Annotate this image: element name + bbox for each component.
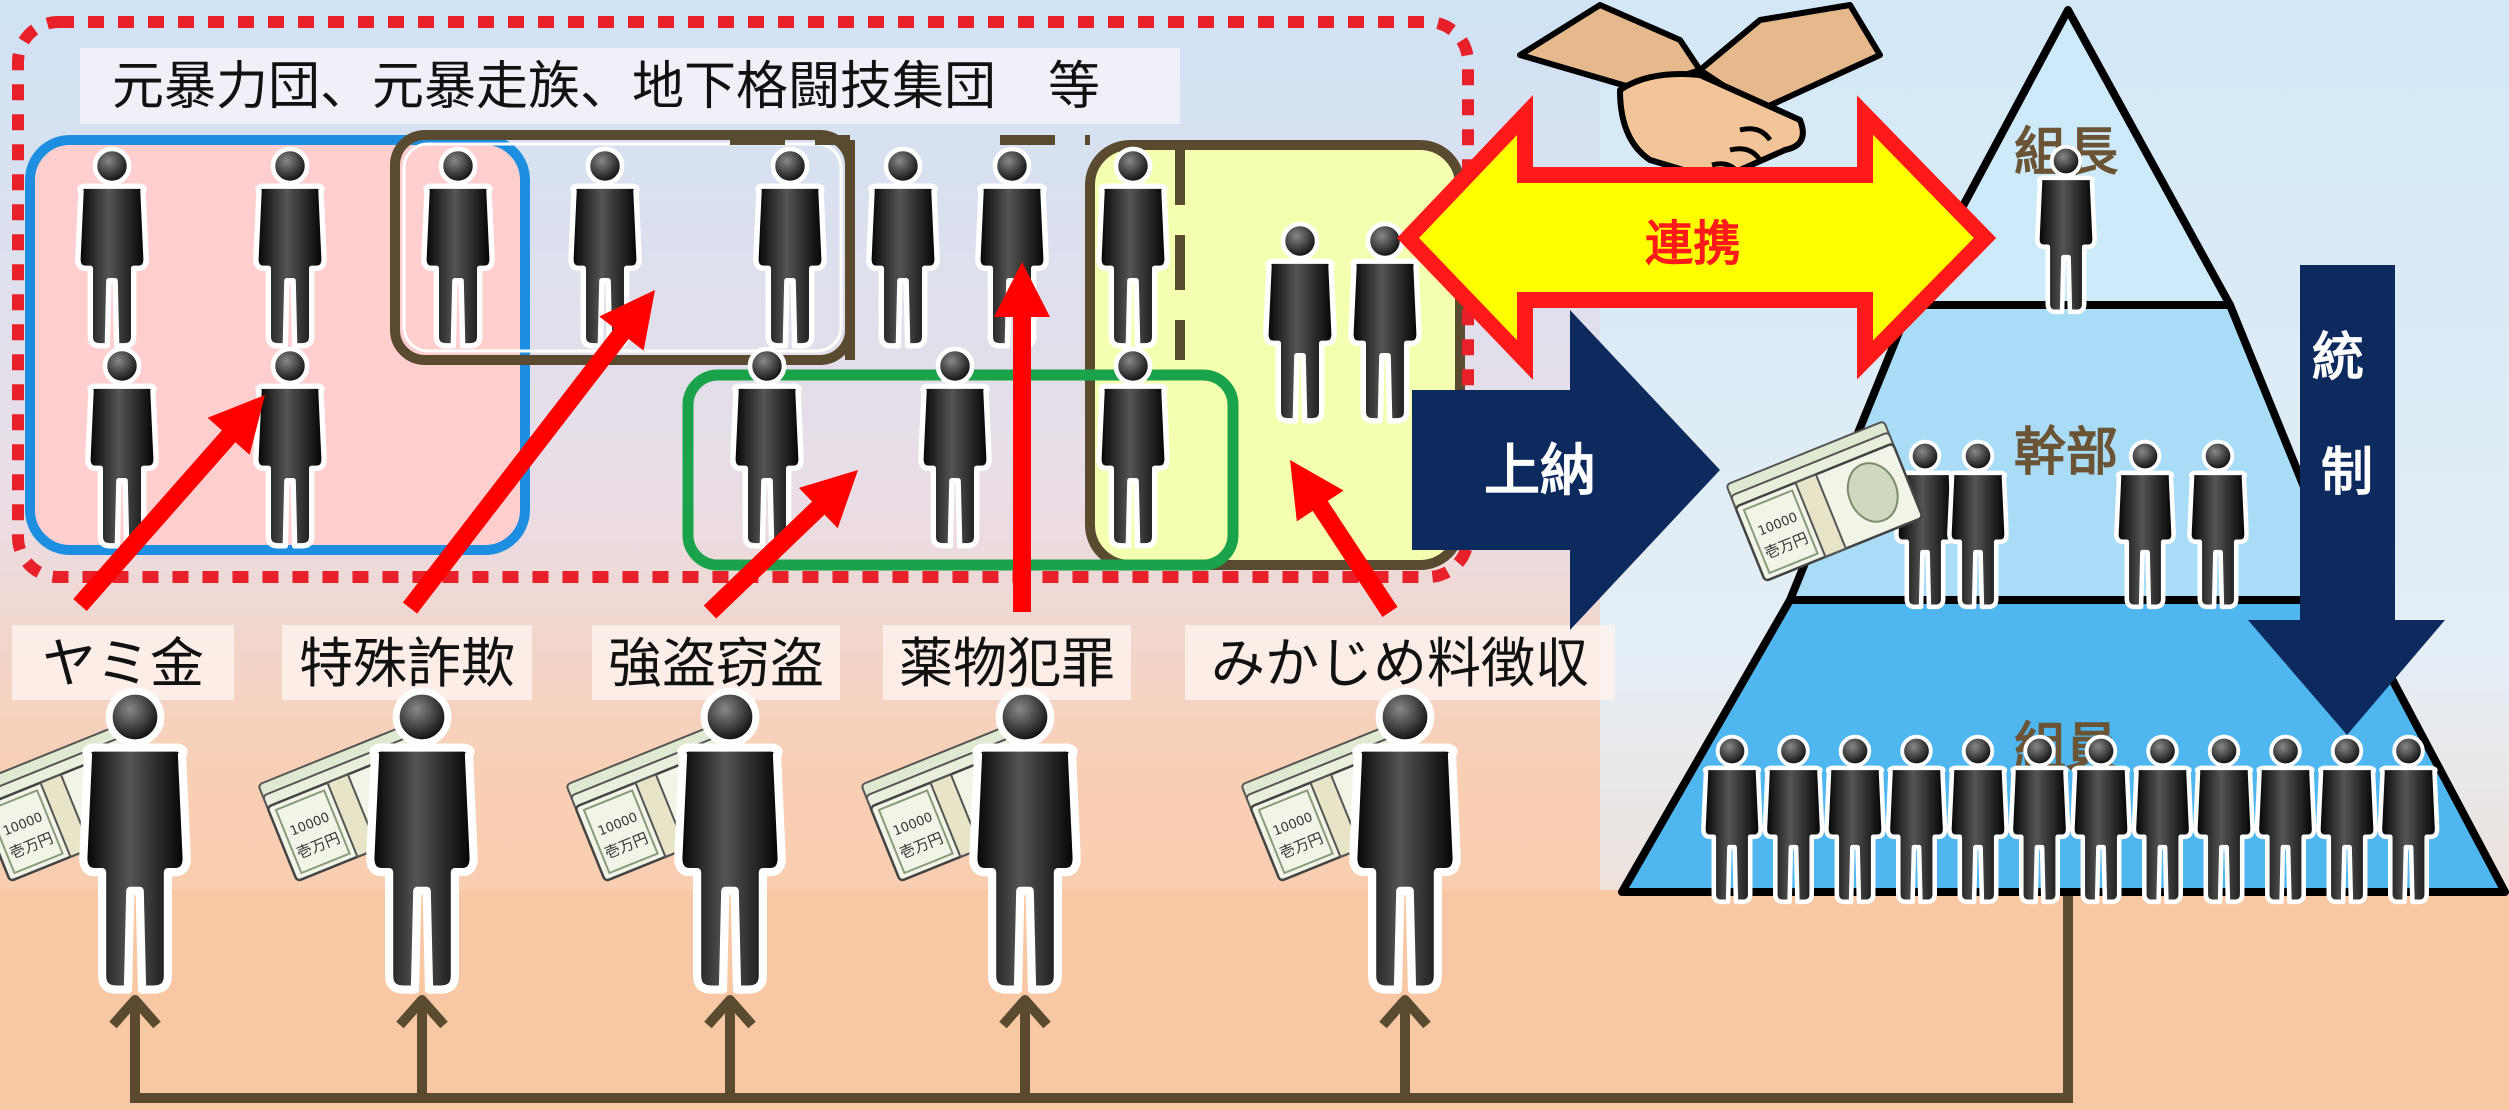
crime-label-bg bbox=[1185, 625, 1615, 700]
crime-label: 強盗窃盗 bbox=[608, 632, 824, 695]
alliance-double-arrow bbox=[1396, 94, 1997, 380]
pyramid-middle-label: 幹部 bbox=[2014, 423, 2118, 483]
control-label: 統 制 bbox=[2312, 328, 2382, 503]
feedback-up-arrow bbox=[396, 995, 448, 1098]
crime-label-bg bbox=[12, 625, 234, 700]
feedback-up-arrows bbox=[109, 995, 1431, 1098]
arrow-robbery-theft bbox=[703, 470, 858, 619]
control-label-line2: 制 bbox=[2321, 443, 2373, 503]
tribute-arrow bbox=[1412, 310, 1720, 630]
crime-label: 特殊詐欺 bbox=[299, 632, 515, 695]
crime-label: ヤミ金 bbox=[42, 632, 204, 695]
blue-group-border bbox=[25, 135, 530, 555]
red-arrows bbox=[73, 262, 1398, 619]
arrow-loan-shark bbox=[73, 395, 266, 611]
arrow-special-fraud bbox=[402, 290, 655, 614]
brown-group-inner-border bbox=[402, 142, 843, 353]
background-bottom-band bbox=[0, 890, 2509, 1110]
handshake-icon bbox=[1517, 2, 1883, 182]
crime-label: みかじめ料徴収 bbox=[1211, 632, 1589, 695]
tribute-label: 上納 bbox=[1484, 439, 1596, 504]
feedback-up-arrow bbox=[1379, 995, 1431, 1098]
crime-label-bg bbox=[883, 625, 1131, 700]
feedback-up-arrow bbox=[999, 995, 1051, 1098]
control-arrow bbox=[2248, 265, 2445, 735]
arrow-protection-fee bbox=[1290, 460, 1398, 617]
brown-dashed-connector bbox=[730, 135, 1185, 360]
yellow-group-border bbox=[1085, 140, 1465, 570]
crime-labels: ヤミ金 特殊詐欺 強盗窃盗 薬物犯罪 みかじめ料徴収 bbox=[12, 625, 1615, 700]
crime-label: 薬物犯罪 bbox=[899, 632, 1115, 695]
feedback-up-arrow bbox=[109, 995, 161, 1098]
control-label-line1: 統 bbox=[2312, 328, 2364, 388]
group-header-box bbox=[80, 48, 1180, 124]
crime-label-bg bbox=[282, 625, 532, 700]
group-header: 元暴力団、元暴走族、地下格闘技集団 等 bbox=[112, 57, 1100, 117]
crime-label-bg bbox=[592, 625, 840, 700]
feedback-up-arrow bbox=[704, 995, 756, 1098]
arrow-drug-crime bbox=[994, 262, 1050, 612]
alliance-label: 連携 bbox=[1645, 216, 1741, 272]
